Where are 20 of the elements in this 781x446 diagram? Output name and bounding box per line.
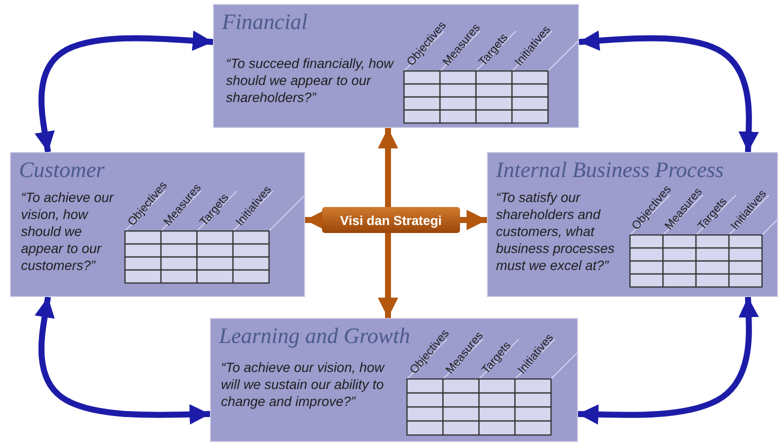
question-text: “To succeed financially, how should we appear to our shareholders?”: [226, 55, 395, 106]
arrow: [378, 233, 398, 318]
perspective-panel: [213, 4, 579, 128]
strategy-label: Visi dan Strategi: [322, 207, 460, 233]
perspective-title: Internal Business Process: [496, 157, 724, 183]
perspective-title: Customer: [19, 157, 105, 183]
arrow: [34, 296, 210, 425]
arrow: [578, 30, 759, 152]
perspective-panel: [10, 152, 305, 297]
perspective-title: Financial: [222, 9, 308, 35]
arrow: [578, 296, 759, 425]
perspective-title: Learning and Growth: [219, 323, 410, 349]
perspective-panel: [487, 152, 778, 297]
arrow: [34, 30, 214, 152]
question-text: “To satisfy our shareholders and customers, what business processes must we excel at?”: [496, 189, 616, 274]
arrow: [378, 128, 398, 207]
perspective-panel: [210, 318, 578, 442]
question-text: “To achieve our vision, how will we sustain our ability to change and improve?”: [221, 359, 386, 410]
question-text: “To achieve our vision, how should we appear to our customers?”: [21, 189, 115, 274]
arrow: [460, 210, 487, 230]
